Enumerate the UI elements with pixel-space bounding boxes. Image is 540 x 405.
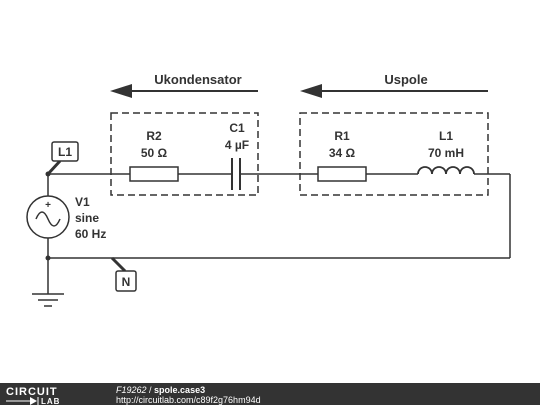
capacitor-group-box: [110, 112, 259, 196]
voltage-source-v1[interactable]: +: [26, 195, 70, 239]
footer-title: F19262 / spole.case3: [116, 385, 205, 395]
v1-name: V1: [75, 195, 90, 209]
logo-bottom-text: LAB: [41, 397, 60, 405]
l1-name: L1: [439, 129, 453, 143]
circuit-name: spole.case3: [154, 385, 205, 395]
arrow-uspole: [300, 84, 488, 98]
l1-value: 70 mH: [428, 146, 464, 160]
resistor-r2[interactable]: [129, 166, 179, 182]
ground-icon: [32, 293, 64, 307]
capacitor-c1[interactable]: [231, 158, 241, 190]
v1-type: sine: [75, 211, 99, 225]
circuitlab-logo[interactable]: CIRCUIT LAB: [6, 386, 60, 405]
label-ukondensator: Ukondensator: [154, 72, 241, 87]
diode-icon: [30, 397, 37, 405]
junction-bottom: [45, 255, 51, 261]
c1-value: 4 µF: [225, 138, 249, 152]
r2-name: R2: [146, 129, 162, 143]
net-label-l1-text: L1: [58, 145, 72, 159]
net-label-n-text: N: [122, 275, 131, 289]
c1-name: C1: [229, 121, 245, 135]
circuit-url[interactable]: http://circuitlab.com/c89f2g76hm94d: [116, 395, 261, 405]
inductor-l1[interactable]: [417, 166, 475, 175]
logo-top-text: CIRCUIT: [6, 386, 58, 398]
arrow-ukondensator: [110, 84, 258, 98]
footer-bar: [0, 383, 540, 405]
plus-sign-icon: +: [45, 200, 51, 211]
wires: [47, 173, 511, 294]
label-uspole: Uspole: [384, 72, 427, 87]
coil-group-box: [299, 112, 489, 196]
net-label-l1[interactable]: L1: [46, 141, 79, 176]
net-label-n[interactable]: N: [110, 256, 137, 292]
circuit-id: F19262: [116, 385, 147, 395]
v1-frequency: 60 Hz: [75, 227, 106, 241]
resistor-r1[interactable]: [317, 166, 367, 182]
title-separator: /: [147, 385, 155, 395]
r1-name: R1: [334, 129, 350, 143]
r2-value: 50 Ω: [141, 146, 168, 160]
r1-value: 34 Ω: [329, 146, 356, 160]
